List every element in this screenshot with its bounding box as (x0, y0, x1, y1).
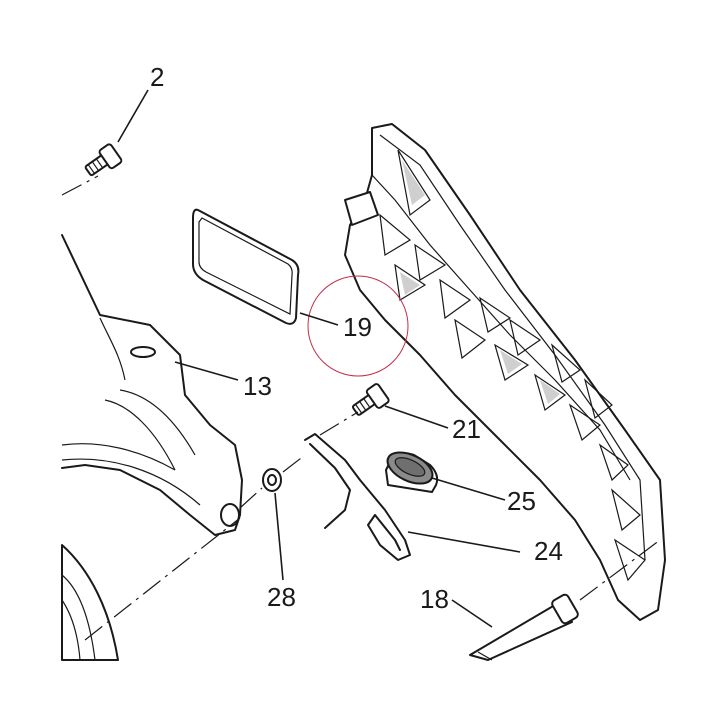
gasket-pad-inner (198, 217, 293, 315)
assembly-axes (61, 175, 661, 641)
callout-25: 25 (507, 486, 536, 516)
leader-lines (117, 89, 521, 628)
rubber-grommet-25 (385, 451, 439, 493)
callout-21: 21 (452, 414, 481, 444)
pin-18 (469, 593, 579, 661)
highlight-circle-19 (307, 275, 409, 377)
callout-19: 19 (343, 312, 372, 342)
screw-2 (84, 143, 123, 177)
lattice-frame (344, 123, 666, 621)
callout-13: 13 (243, 371, 272, 401)
housing-bracket-13 (61, 234, 243, 661)
spring-clip-24 (304, 433, 411, 561)
screw-21 (351, 383, 390, 416)
gasket-pad-19 (192, 208, 300, 325)
callout-28: 28 (267, 582, 296, 612)
bushing-28 (262, 468, 282, 492)
callout-24: 24 (534, 536, 563, 566)
callout-2: 2 (150, 62, 164, 92)
callout-labels: 2 19 13 21 25 24 28 18 (150, 62, 563, 614)
callout-18: 18 (420, 584, 449, 614)
